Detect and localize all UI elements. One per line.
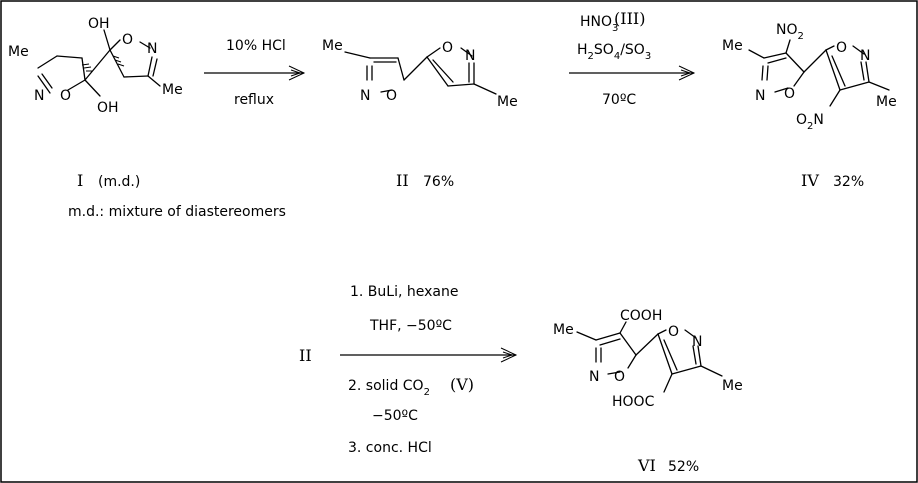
step-3-line-1: 1. BuLi, hexane: [350, 284, 458, 300]
compound-IV-methyl-right: Me: [876, 94, 897, 110]
compound-VI-n-right: N: [692, 334, 702, 350]
compound-VI-methyl-left: Me: [553, 322, 574, 338]
step-3-line-2: THF, −50ºC: [369, 318, 452, 334]
compound-IV-n-right: N: [860, 48, 870, 64]
compound-II-structure: Me N O O N Me II 76%: [322, 38, 518, 190]
step-3-line-4: −50ºC: [372, 408, 418, 424]
step-2-reagent: HNO3: [580, 14, 618, 34]
compound-II-n-right: N: [465, 48, 475, 64]
compound-IV-numeral: IV: [801, 171, 819, 190]
compound-VI-methyl-right: Me: [722, 378, 743, 394]
compound-I-o-left: O: [60, 88, 71, 104]
compound-IV-n-left: N: [755, 88, 765, 104]
compound-VI-bonds: [576, 321, 723, 393]
arrow-step-2: [569, 65, 696, 81]
compound-VI-o-left: O: [614, 369, 625, 385]
compound-I-oh-bottom: OH: [97, 100, 119, 116]
step-2-reagent-id: (III): [614, 9, 645, 28]
compound-I-structure: Me N O OH OH O N Me I (m.d.) m.d.: mixtu…: [8, 16, 286, 220]
compound-II-methyl-left: Me: [322, 38, 343, 54]
compound-I-methyl-right: Me: [162, 82, 183, 98]
compound-VI-yield: 52%: [668, 459, 699, 475]
footnote-md: m.d.: mixture of diastereomers: [68, 204, 286, 220]
compound-I-n-left: N: [34, 88, 44, 104]
compound-IV-no2-top: NO2: [776, 22, 804, 42]
compound-II-o-right: O: [442, 40, 453, 56]
compound-I-numeral: I: [77, 171, 83, 190]
compound-II-numeral: II: [396, 171, 409, 190]
compound-I-o-right: O: [122, 32, 133, 48]
compound-IV-bonds: [748, 39, 890, 107]
compound-II-yield: 76%: [423, 174, 454, 190]
compound-I-bonds: [37, 29, 161, 97]
arrow-step-3: [340, 347, 518, 363]
compound-II-bonds: [344, 47, 497, 95]
compound-I-ho-top: OH: [88, 16, 110, 32]
step-3-reagent-id: (V): [450, 375, 474, 394]
compound-IV-o-left: O: [784, 86, 795, 102]
step-3-line-5: 3. conc. HCl: [348, 440, 432, 456]
compound-I-note: (m.d.): [98, 174, 140, 190]
compound-VI-n-left: N: [589, 369, 599, 385]
compound-IV-o2n-bottom: O2N: [796, 112, 824, 132]
compound-II-o-left: O: [386, 88, 397, 104]
step-2-acid-mixture: H2SO4/SO3: [577, 42, 651, 62]
compound-II-methyl-right: Me: [497, 94, 518, 110]
compound-II-n-left: N: [360, 88, 370, 104]
compound-I-n-right: N: [147, 41, 157, 57]
compound-VI-hooc-bottom: HOOC: [612, 394, 655, 410]
compound-IV-structure: Me NO2 N O O N Me O2N IV 32%: [722, 22, 897, 190]
compound-VI-o-right: O: [668, 324, 679, 340]
arrow-step-1: [204, 65, 306, 81]
compound-IV-methyl-left: Me: [722, 38, 743, 54]
step-1-condition: reflux: [234, 92, 274, 108]
step-1-reagent: 10% HCl: [226, 38, 286, 54]
compound-I-methyl-left: Me: [8, 44, 29, 60]
step-3-line-3: 2. solid CO2: [348, 378, 430, 398]
compound-IV-o-right: O: [836, 40, 847, 56]
compound-VI-structure: Me COOH N O O N Me HOOC VI 52%: [553, 308, 743, 475]
start-compound-label: II: [299, 346, 312, 365]
step-2-temperature: 70ºC: [602, 92, 636, 108]
compound-VI-cooh-top: COOH: [620, 308, 662, 324]
compound-IV-yield: 32%: [833, 174, 864, 190]
compound-VI-numeral: VI: [637, 456, 656, 475]
compound-I-stereo-wavy: [81, 55, 125, 72]
